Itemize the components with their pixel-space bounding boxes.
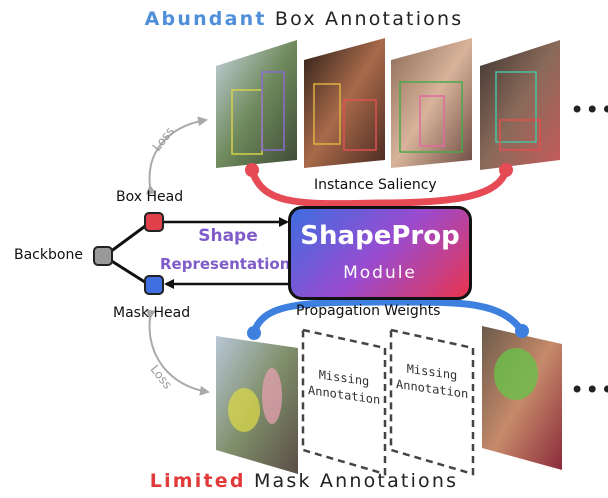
box-annotation-image-4 bbox=[480, 40, 560, 170]
backbone-node bbox=[93, 246, 113, 266]
propagation-weights-arc bbox=[250, 298, 526, 337]
mask-annotation-image-1 bbox=[216, 336, 298, 474]
backbone-to-mask-head-line bbox=[109, 258, 149, 286]
shape-representation-line1: Shape bbox=[198, 226, 258, 246]
loss-arrow-top bbox=[145, 116, 208, 195]
mask-head-label: Mask Head bbox=[113, 305, 191, 321]
propagation-weights-label: Propagation Weights bbox=[296, 303, 441, 319]
top-title-emphasis: Abundant bbox=[144, 8, 267, 30]
box-annotation-image-2 bbox=[304, 38, 385, 168]
ellipsis-bottom: ••• bbox=[570, 376, 608, 404]
missing-annotation-card-2 bbox=[389, 328, 475, 476]
loss-arrow-bottom bbox=[145, 309, 210, 396]
bottom-title-emphasis: Limited bbox=[149, 470, 246, 492]
bottom-title: Limited Mask Annotations bbox=[0, 470, 608, 492]
bottom-title-rest: Mask Annotations bbox=[253, 470, 459, 492]
instance-saliency-arc bbox=[248, 166, 510, 208]
saliency-dot-left bbox=[245, 163, 259, 177]
top-title-rest: Box Annotations bbox=[274, 8, 464, 30]
ellipsis-top: ••• bbox=[570, 96, 608, 124]
mask-annotation-image-2 bbox=[482, 326, 562, 470]
propagation-dot-left bbox=[247, 326, 261, 340]
top-title: Abundant Box Annotations bbox=[0, 8, 608, 30]
module-subtitle: Module bbox=[343, 263, 417, 283]
box-annotation-image-3 bbox=[391, 38, 472, 168]
propagation-dot-right bbox=[515, 324, 529, 338]
mask-head-node bbox=[144, 275, 164, 295]
shape-representation-line2: Representation bbox=[160, 255, 291, 273]
backbone-to-box-head-line bbox=[109, 222, 149, 254]
shapeprop-module: ShapeProp Module bbox=[288, 206, 472, 300]
backbone-label: Backbone bbox=[14, 247, 83, 263]
box-annotation-image-1 bbox=[216, 40, 297, 168]
box-head-label: Box Head bbox=[116, 189, 184, 205]
saliency-dot-right bbox=[499, 163, 513, 177]
instance-saliency-label: Instance Saliency bbox=[314, 177, 437, 193]
missing-annotation-card-1 bbox=[301, 328, 387, 476]
module-title: ShapeProp bbox=[300, 221, 460, 251]
box-head-node bbox=[144, 212, 164, 232]
